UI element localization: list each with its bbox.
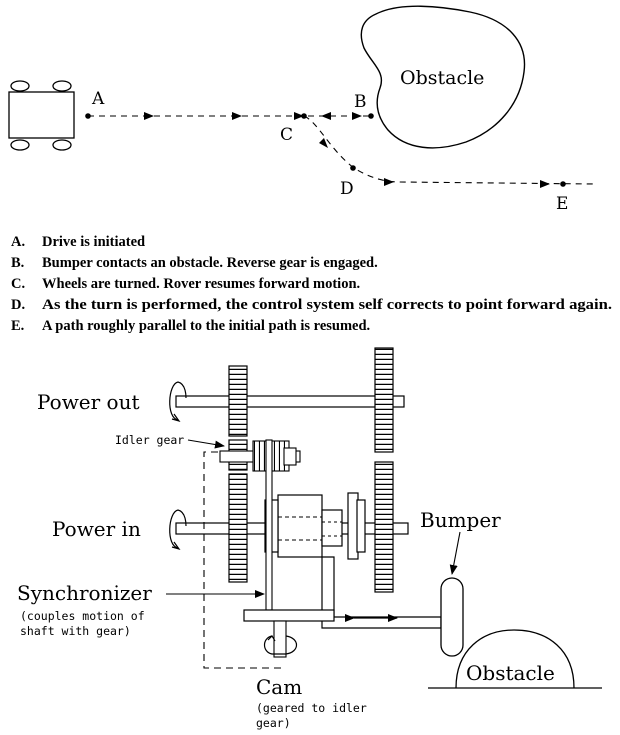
shift-rod: [265, 439, 273, 611]
step-c-text: Wheels are turned. Rover resumes forward…: [42, 276, 360, 292]
idler-gear-leader: [187, 439, 225, 449]
rover-icon: [8, 80, 75, 151]
point-d: [350, 165, 356, 171]
output-gear-large: [374, 347, 394, 453]
label-e: E: [556, 194, 568, 214]
step-a-text: Drive is initiated: [42, 234, 145, 250]
bumper: [440, 577, 464, 657]
step-a-letter: A.: [11, 234, 25, 250]
label-synchronizer-note-2: shaft with gear): [20, 624, 131, 638]
obstacle-dome: [455, 629, 575, 689]
synchronizer-ring: [356, 499, 366, 553]
step-e-letter: E.: [11, 318, 24, 334]
input-gear-small: [228, 473, 248, 583]
point-b: [368, 113, 374, 119]
point-c: [301, 113, 307, 119]
output-shaft: [175, 395, 405, 408]
rotation-output-icon: [169, 381, 187, 423]
label-d: D: [340, 179, 354, 199]
synchronizer-collar: [321, 509, 343, 547]
point-e: [560, 181, 566, 187]
step-d-text: As the turn is performed, the control sy…: [42, 297, 612, 313]
bumper-leader: [449, 531, 461, 575]
obstacle-label: Obstacle: [400, 67, 484, 89]
path-arrow: [232, 112, 242, 120]
path-diagram: A B C D E Obstacle: [8, 5, 596, 214]
label-power-out: Power out: [37, 390, 140, 414]
path-segment-turn: [303, 115, 596, 185]
path-arrow: [294, 112, 304, 120]
rotation-input-icon: [169, 509, 187, 551]
path-arrow: [144, 112, 154, 120]
step-b-text: Bumper contacts an obstacle. Reverse gea…: [42, 255, 378, 271]
path-arrow: [540, 180, 550, 188]
rotation-cam-icon: [263, 635, 298, 655]
point-a: [85, 113, 91, 119]
step-b-letter: B.: [11, 255, 24, 271]
path-arrow: [352, 112, 362, 120]
cam-shaft: [273, 620, 287, 658]
label-b: B: [354, 92, 367, 112]
cam-gear-link-dashed: [203, 451, 282, 669]
label-power-in: Power in: [52, 517, 141, 541]
cam-plate: [243, 609, 335, 622]
output-gear-small: [228, 365, 248, 437]
path-arrow: [319, 138, 328, 148]
path-arrow: [384, 178, 394, 186]
steps-list: A. Drive is initiated B. Bumper contacts…: [11, 234, 612, 334]
label-synchronizer: Synchronizer: [17, 581, 152, 605]
label-cam: Cam: [256, 675, 302, 699]
label-c: C: [280, 125, 293, 145]
label-a: A: [91, 89, 105, 109]
mechanism-diagram: Power out Idler gear Power in Bumper Syn…: [17, 347, 602, 730]
step-c-letter: C.: [11, 276, 25, 292]
label-cam-note-2: gear): [256, 716, 291, 730]
step-d-letter: D.: [11, 297, 25, 313]
step-e-text: A path roughly parallel to the initial p…: [42, 318, 370, 334]
path-arrow-reverse: [321, 112, 331, 120]
label-synchronizer-note-1: (couples motion of: [20, 609, 145, 623]
label-idler-gear: Idler gear: [115, 433, 184, 447]
obstacle-shape: [360, 5, 526, 149]
label-obstacle-bottom: Obstacle: [466, 661, 555, 685]
label-bumper: Bumper: [420, 508, 501, 532]
label-cam-note-1: (geared to idler: [256, 701, 367, 715]
input-gear-large: [374, 461, 394, 593]
idler-shaft-collar: [283, 447, 297, 466]
synchronizer-body: [277, 494, 323, 558]
